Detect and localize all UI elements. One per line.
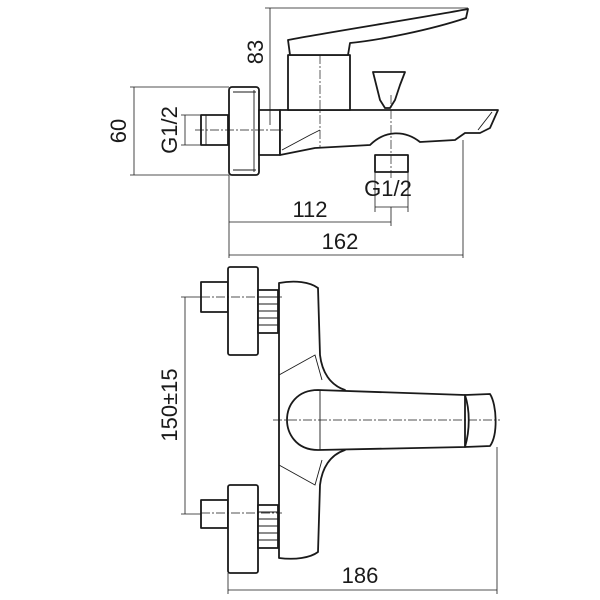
lower-thread — [257, 504, 279, 549]
side-view — [195, 8, 499, 178]
dim-186: 186 — [342, 563, 379, 588]
upper-flange — [227, 266, 259, 356]
wall-flange — [228, 86, 260, 176]
top-view-dimensions: 150±15 186 — [157, 296, 498, 594]
top-view — [200, 266, 500, 574]
dim-162: 162 — [322, 229, 359, 254]
dim-112: 112 — [292, 197, 327, 222]
side-view-dimensions: 83 60 G1/2 G1/2 112 162 — [106, 7, 468, 258]
diverter-knob — [372, 71, 406, 109]
cartridge-housing — [287, 54, 351, 111]
upper-thread — [257, 289, 279, 334]
dim-83: 83 — [243, 40, 268, 64]
dim-inlet-thread: G1/2 — [157, 106, 182, 154]
lever-tip — [464, 393, 497, 448]
outlet-fitting — [374, 154, 409, 173]
connector — [258, 109, 281, 156]
lever-handle — [287, 8, 469, 56]
dim-150: 150±15 — [157, 368, 182, 441]
spout-body — [279, 109, 499, 156]
lower-inlet-nipple — [200, 499, 229, 529]
dim-outlet-thread: G1/2 — [364, 176, 412, 201]
dim-60: 60 — [106, 119, 131, 143]
lower-flange — [227, 484, 259, 574]
